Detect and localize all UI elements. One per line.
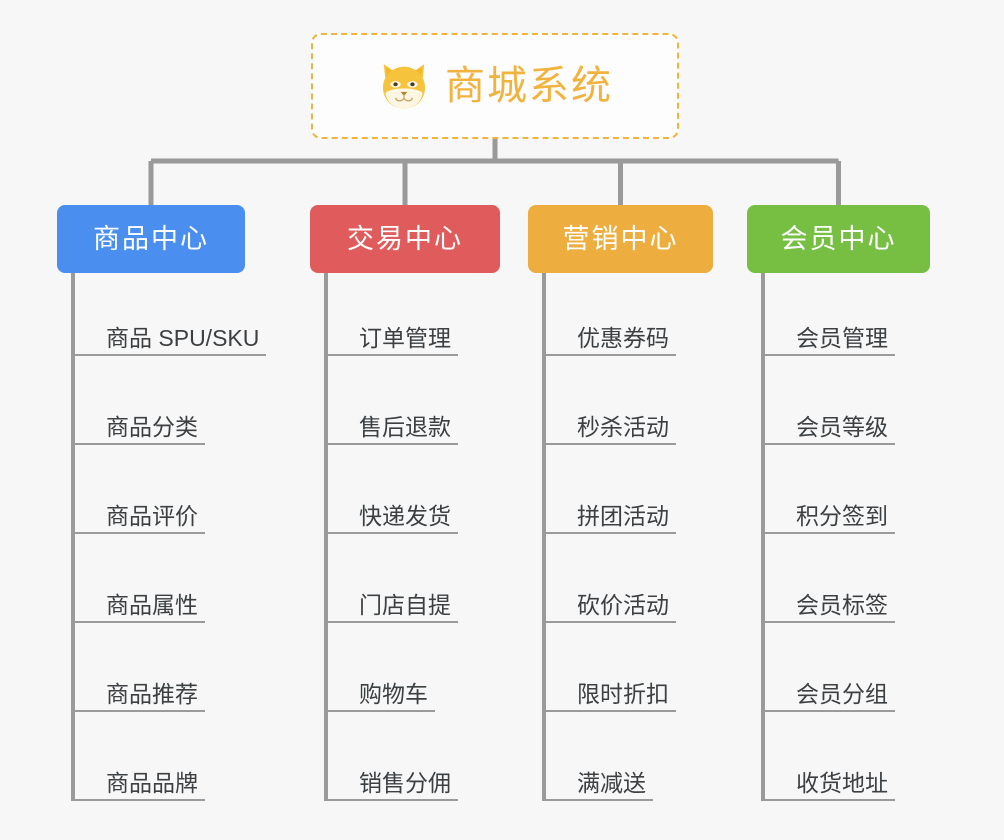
leaf-item-label: 拼团活动 xyxy=(577,502,669,529)
leaf-item[interactable]: 秒杀活动 xyxy=(544,399,676,445)
leaf-item[interactable]: 门店自提 xyxy=(326,577,458,623)
leaf-item-label: 商品品牌 xyxy=(106,769,198,796)
category-header-product-center[interactable]: 商品中心 xyxy=(57,205,245,273)
leaf-item-label: 收货地址 xyxy=(796,769,888,796)
root-node[interactable]: 商城系统 xyxy=(311,33,679,139)
leaf-item-label: 商品 SPU/SKU xyxy=(106,324,260,351)
leaf-item-label: 商品评价 xyxy=(106,502,198,529)
category-header-label: 交易中心 xyxy=(347,223,463,254)
category-header-label: 商品中心 xyxy=(93,223,209,254)
leaf-item[interactable]: 商品属性 xyxy=(73,577,205,623)
leaf-item[interactable]: 商品评价 xyxy=(73,488,205,534)
category-header-trade-center[interactable]: 交易中心 xyxy=(310,205,500,273)
leaf-item[interactable]: 商品推荐 xyxy=(73,666,205,712)
leaf-item[interactable]: 优惠券码 xyxy=(544,310,676,356)
category-header-label: 会员中心 xyxy=(780,223,897,254)
leaf-item-label: 快递发货 xyxy=(359,502,451,529)
root-title: 商城系统 xyxy=(445,64,613,108)
leaf-item[interactable]: 会员管理 xyxy=(763,310,895,356)
leaf-item-label: 商品分类 xyxy=(106,413,198,440)
category-header-member-center[interactable]: 会员中心 xyxy=(747,205,930,273)
leaf-item-label: 购物车 xyxy=(359,680,428,707)
leaf-item[interactable]: 快递发货 xyxy=(326,488,458,534)
leaf-item-label: 订单管理 xyxy=(359,324,451,351)
leaf-item-label: 会员分组 xyxy=(796,680,888,707)
leaf-item-label: 限时折扣 xyxy=(577,680,669,707)
leaf-item[interactable]: 会员标签 xyxy=(763,577,895,623)
category-header-label: 营销中心 xyxy=(562,223,679,254)
leaf-item[interactable]: 商品分类 xyxy=(73,399,205,445)
leaf-item-label: 售后退款 xyxy=(359,413,451,440)
leaf-item-label: 秒杀活动 xyxy=(577,413,669,440)
leaf-item-label: 积分签到 xyxy=(796,502,888,529)
leaf-item-label: 会员管理 xyxy=(796,324,888,351)
leaf-item-label: 会员等级 xyxy=(796,413,888,440)
leaf-item[interactable]: 砍价活动 xyxy=(544,577,676,623)
leaf-item-label: 商品属性 xyxy=(106,591,198,618)
leaf-item[interactable]: 会员分组 xyxy=(763,666,895,712)
leaf-item[interactable]: 限时折扣 xyxy=(544,666,676,712)
leaf-item-label: 会员标签 xyxy=(796,591,888,618)
leaf-item-label: 满减送 xyxy=(577,769,646,796)
leaf-item[interactable]: 销售分佣 xyxy=(326,755,458,801)
leaf-item[interactable]: 积分签到 xyxy=(763,488,895,534)
leaf-item[interactable]: 售后退款 xyxy=(326,399,458,445)
leaf-item[interactable]: 商品 SPU/SKU xyxy=(73,310,266,356)
leaf-item[interactable]: 商品品牌 xyxy=(73,755,205,801)
leaf-item[interactable]: 收货地址 xyxy=(763,755,895,801)
shiba-dog-face-icon xyxy=(377,59,431,113)
leaf-item[interactable]: 订单管理 xyxy=(326,310,458,356)
leaf-item-label: 销售分佣 xyxy=(359,769,451,796)
leaf-item-label: 商品推荐 xyxy=(106,680,198,707)
leaf-item-label: 门店自提 xyxy=(359,591,451,618)
leaf-item[interactable]: 购物车 xyxy=(326,666,435,712)
leaf-item[interactable]: 拼团活动 xyxy=(544,488,676,534)
leaf-item-label: 优惠券码 xyxy=(577,324,669,351)
leaf-item[interactable]: 会员等级 xyxy=(763,399,895,445)
leaf-item-label: 砍价活动 xyxy=(577,591,669,618)
leaf-item[interactable]: 满减送 xyxy=(544,755,653,801)
category-header-marketing-center[interactable]: 营销中心 xyxy=(528,205,713,273)
